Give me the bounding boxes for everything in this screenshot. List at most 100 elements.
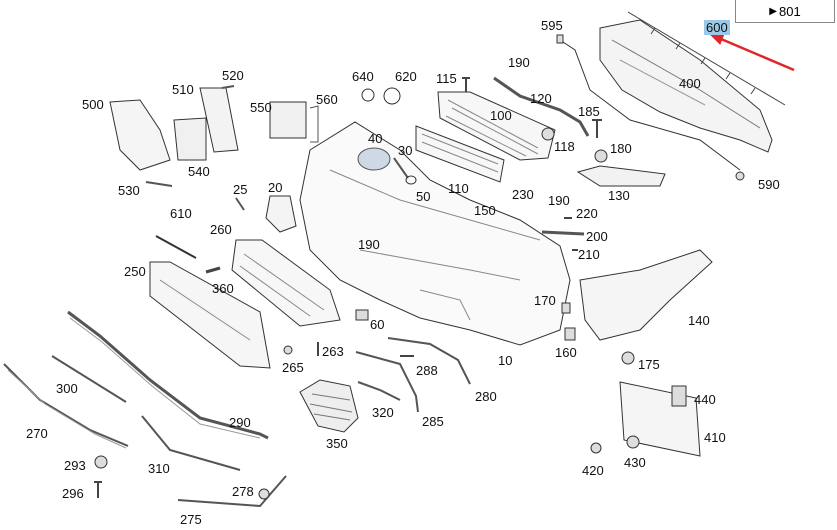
part-label-170[interactable]: 170 [534,293,556,308]
grille-insert-350[interactable] [299,379,359,433]
part-label-520[interactable]: 520 [222,68,244,83]
part-label-190-center[interactable]: 190 [358,237,380,252]
part-label-285[interactable]: 285 [422,414,444,429]
star-emblem-40[interactable] [357,147,391,171]
part-label-150[interactable]: 150 [474,203,496,218]
bumper-cover-10[interactable] [299,121,571,346]
part-label-600-highlighted[interactable]: 600 [704,20,730,35]
part-label-560[interactable]: 560 [316,92,338,107]
grille-260[interactable] [231,239,341,327]
part-label-160[interactable]: 160 [555,345,577,360]
trim-320[interactable] [357,381,401,401]
part-label-293[interactable]: 293 [64,458,86,473]
screw-420[interactable] [590,442,602,454]
part-label-620[interactable]: 620 [395,69,417,84]
part-label-220[interactable]: 220 [576,206,598,221]
grille-100[interactable] [437,91,556,161]
cable-595-590[interactable] [556,34,745,181]
fog-frame-20[interactable] [235,195,297,233]
part-label-280[interactable]: 280 [475,389,497,404]
clip-30-50[interactable] [393,157,417,185]
trim-285[interactable] [355,351,419,413]
part-label-540[interactable]: 540 [188,164,210,179]
bolt-360[interactable] [205,266,221,274]
part-label-530[interactable]: 530 [118,183,140,198]
part-label-185[interactable]: 185 [578,104,600,119]
trim-strip-120[interactable] [493,76,590,137]
part-label-270[interactable]: 270 [26,426,48,441]
trim-250[interactable] [149,261,271,369]
sensor-550[interactable] [269,101,319,143]
clip-160[interactable] [564,327,576,341]
part-label-20[interactable]: 20 [268,180,283,195]
part-label-290[interactable]: 290 [229,415,251,430]
part-label-420[interactable]: 420 [582,463,604,478]
reference-box[interactable]: ▶ 801 [735,0,835,23]
part-label-430[interactable]: 430 [624,455,646,470]
bracket-500[interactable] [109,99,173,187]
part-label-30[interactable]: 30 [398,143,413,158]
part-label-640[interactable]: 640 [352,69,374,84]
part-label-10[interactable]: 10 [498,353,513,368]
clip-180[interactable] [594,149,608,163]
trim-strip-270[interactable] [3,363,129,449]
part-label-60[interactable]: 60 [370,317,385,332]
screw-296[interactable] [94,481,102,498]
clip-118[interactable] [541,127,555,141]
trim-300[interactable] [51,355,127,403]
part-label-25[interactable]: 25 [233,182,248,197]
part-label-230[interactable]: 230 [512,187,534,202]
part-label-210[interactable]: 210 [578,247,600,262]
part-label-200[interactable]: 200 [586,229,608,244]
part-label-110[interactable]: 110 [448,181,469,196]
part-label-190-right[interactable]: 190 [548,193,570,208]
part-label-120[interactable]: 120 [530,91,552,106]
trim-275[interactable] [177,475,287,508]
trim-strip-290[interactable] [67,310,269,440]
part-label-410[interactable]: 410 [704,430,726,445]
part-label-320[interactable]: 320 [372,405,394,420]
clip-278[interactable] [258,488,270,500]
nut-430[interactable] [626,435,640,449]
part-label-310[interactable]: 310 [148,461,170,476]
trim-280[interactable] [387,337,471,385]
part-label-278[interactable]: 278 [232,484,254,499]
clip-60[interactable] [355,309,369,321]
part-label-263[interactable]: 263 [322,344,344,359]
part-label-510[interactable]: 510 [172,82,194,97]
part-label-50[interactable]: 50 [416,189,431,204]
part-label-595[interactable]: 595 [541,18,563,33]
module-510[interactable] [173,85,239,161]
part-label-265[interactable]: 265 [282,360,304,375]
part-label-440[interactable]: 440 [694,392,716,407]
part-label-550[interactable]: 550 [250,100,272,115]
bolt-265[interactable] [283,345,293,355]
part-label-300[interactable]: 300 [56,381,78,396]
part-label-296[interactable]: 296 [62,486,84,501]
part-label-250[interactable]: 250 [124,264,146,279]
part-label-115[interactable]: 115 [436,71,457,86]
part-label-130[interactable]: 130 [608,188,630,203]
part-label-610[interactable]: 610 [170,206,192,221]
part-label-350[interactable]: 350 [326,436,348,451]
part-label-100[interactable]: 100 [490,108,512,123]
grille-110[interactable] [415,125,505,183]
horn-640-620[interactable] [361,87,401,105]
part-label-180[interactable]: 180 [610,141,632,156]
part-label-175[interactable]: 175 [638,357,660,372]
upper-carrier-400[interactable] [599,19,773,153]
nut-293[interactable] [94,455,108,469]
side-bracket-140[interactable] [561,249,713,341]
bolt-185[interactable] [592,119,602,138]
part-label-118[interactable]: 118 [554,139,575,154]
part-label-500[interactable]: 500 [82,97,104,112]
part-label-360[interactable]: 360 [212,281,234,296]
part-label-190-top[interactable]: 190 [508,55,530,70]
trim-310[interactable] [141,415,241,471]
lamp-130[interactable] [576,165,666,187]
part-label-400[interactable]: 400 [679,76,701,91]
part-label-260[interactable]: 260 [210,222,232,237]
part-label-275[interactable]: 275 [180,512,202,527]
part-label-288[interactable]: 288 [416,363,438,378]
part-label-140[interactable]: 140 [688,313,710,328]
